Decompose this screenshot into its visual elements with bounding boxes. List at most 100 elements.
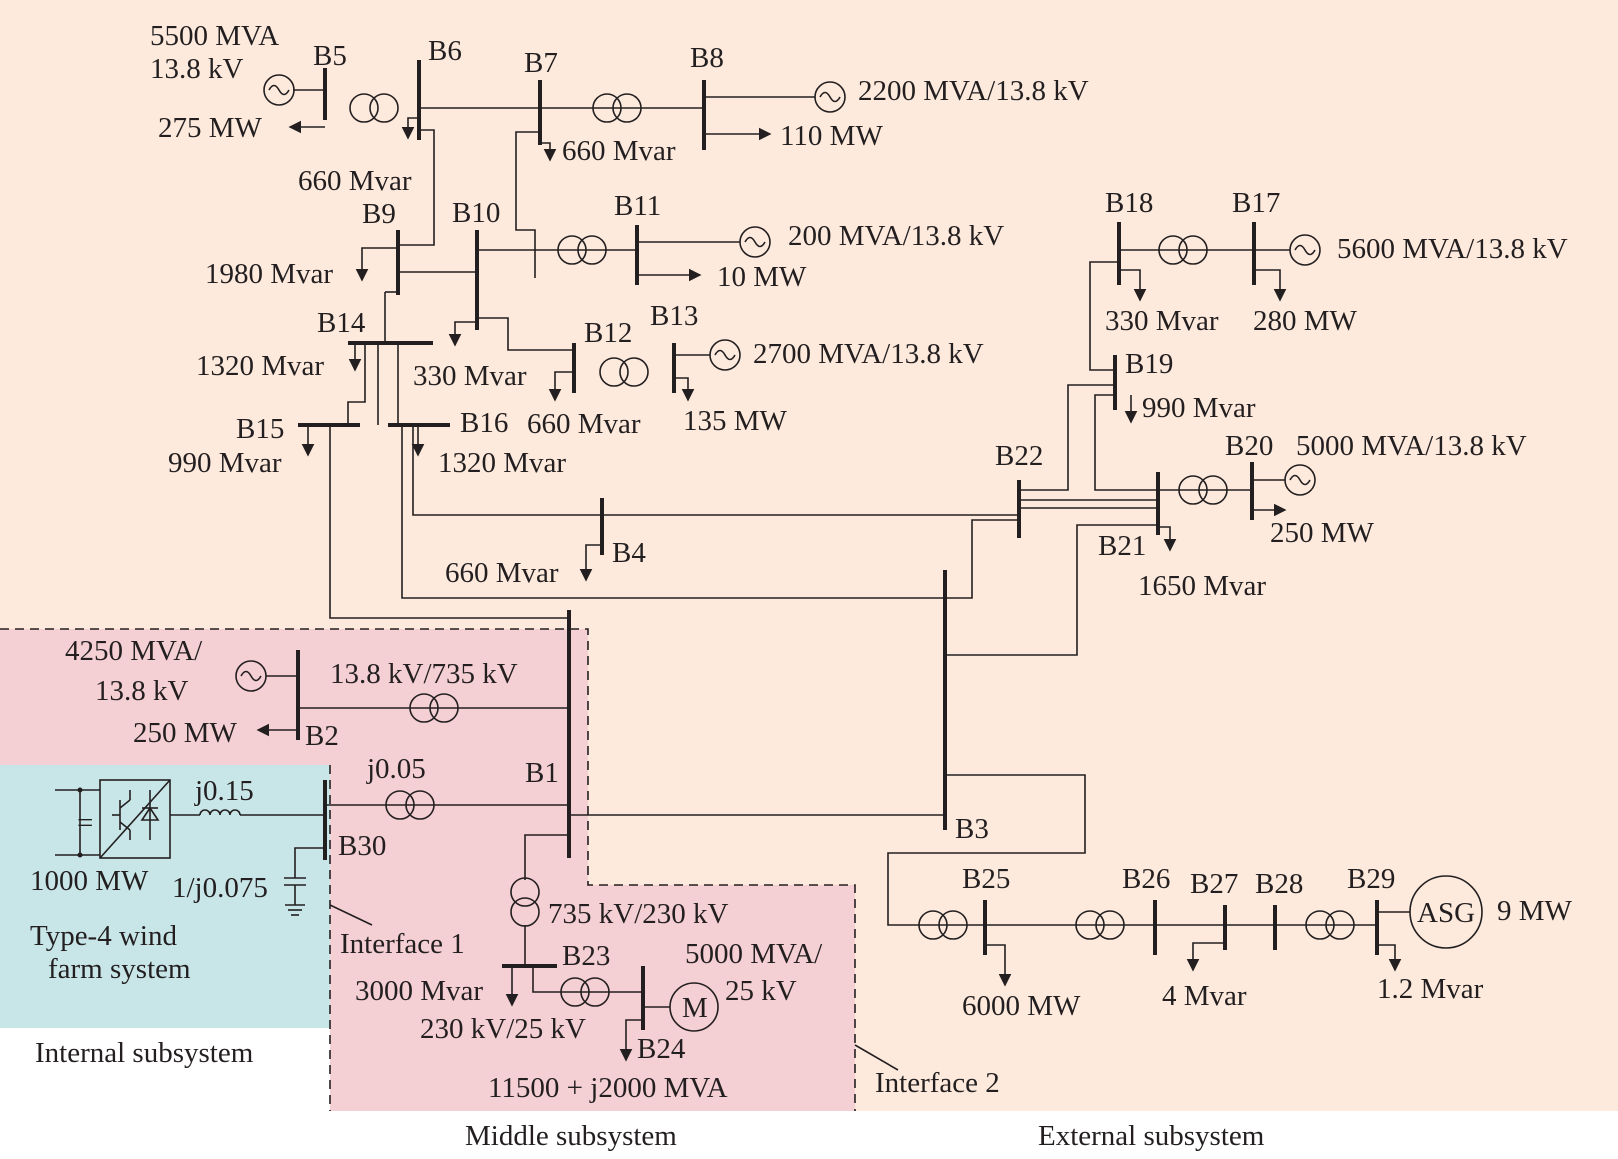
- transformer-labels: 13.8 kV/735 kV j0.05 735 kV/230 kV 230 k…: [172, 658, 729, 1045]
- label-b30: B30: [338, 830, 386, 862]
- load-labels: 275 MW 660 Mvar 660 Mvar 110 MW 1980 Mva…: [133, 112, 1484, 1104]
- load-b21: 1650 Mvar: [1138, 570, 1266, 602]
- load-b5: 275 MW: [158, 112, 263, 144]
- wind-line-inductor: [199, 809, 241, 816]
- label-b29: B29: [1347, 863, 1395, 895]
- label-b16: B16: [460, 407, 508, 439]
- label-b27: B27: [1190, 868, 1238, 900]
- label-b18: B18: [1105, 187, 1153, 219]
- label-b14: B14: [317, 307, 366, 339]
- load-b19: 990 Mvar: [1142, 392, 1256, 424]
- label-b7: B7: [524, 47, 558, 79]
- wind-line-impedance: j0.15: [194, 775, 254, 807]
- middle-subsystem-label: Middle subsystem: [465, 1120, 677, 1152]
- transformer-b25-b26: [1075, 910, 1125, 940]
- load-b27: 4 Mvar: [1162, 980, 1247, 1012]
- bus-labels: B5 B6 B7 B8 B9 B10 B11 B14 B12 B13 B15 B…: [236, 35, 1395, 1065]
- subsystem-labels: Type-4 wind farm system Interface 1 Inte…: [30, 920, 1265, 1152]
- load-b9: 1980 Mvar: [205, 258, 333, 290]
- motor-voltage: 25 kV: [725, 975, 797, 1007]
- generator-b5: [263, 74, 325, 106]
- load-b18: 330 Mvar: [1105, 305, 1219, 337]
- asg-symbol: ASG: [1417, 897, 1475, 929]
- transmission-lines: [240, 96, 1410, 1008]
- label-b2: B2: [305, 720, 339, 752]
- transformer-b28-b29: [1305, 910, 1355, 940]
- dc-symbol: =: [77, 807, 93, 839]
- label-b26: B26: [1122, 863, 1170, 895]
- label-b9: B9: [362, 198, 396, 230]
- label-b13: B13: [650, 300, 698, 332]
- transformers: [349, 93, 1355, 1007]
- load-b2: 250 MW: [133, 717, 238, 749]
- gen-b5-voltage: 13.8 kV: [150, 53, 244, 85]
- label-b11: B11: [614, 190, 661, 222]
- load-b8: 110 MW: [780, 120, 883, 152]
- motor-symbol: M: [682, 992, 708, 1024]
- generator-b8: [814, 81, 846, 113]
- wind-power: 1000 MW: [30, 865, 149, 897]
- load-b12: 660 Mvar: [527, 408, 641, 440]
- transformer-b10-b11: [557, 235, 607, 265]
- label-b10: B10: [452, 197, 500, 229]
- generator-b13: [709, 339, 741, 371]
- load-b16: 1320 Mvar: [438, 447, 566, 479]
- transformer-b12-b13: [599, 357, 649, 387]
- load-b7: 660 Mvar: [562, 135, 676, 167]
- transformer-b23-b24: [560, 977, 610, 1007]
- transformer-b30-b1: [385, 790, 435, 820]
- label-b28: B28: [1255, 868, 1303, 900]
- load-b4: 660 Mvar: [445, 557, 559, 589]
- label-b17: B17: [1232, 187, 1280, 219]
- gen-b5-rating: 5500 MVA: [150, 20, 279, 52]
- load-b29: 1.2 Mvar: [1377, 973, 1484, 1005]
- asg-b29: ASG: [1409, 875, 1483, 949]
- load-b24: 11500 + j2000 MVA: [488, 1072, 728, 1104]
- label-b1: B1: [525, 757, 559, 789]
- load-b10: 330 Mvar: [413, 360, 527, 392]
- interface2-leader: [854, 1044, 899, 1071]
- gen-b13-rating: 2700 MVA/13.8 kV: [753, 338, 984, 370]
- xfmr-b30-label: j0.05: [366, 753, 426, 785]
- internal-label-area: [0, 1028, 330, 1111]
- load-arrows: [256, 117, 1402, 1062]
- internal-subsystem-label: Internal subsystem: [35, 1037, 254, 1069]
- gen-b11-rating: 200 MVA/13.8 kV: [788, 220, 1004, 252]
- load-b17: 280 MW: [1253, 305, 1358, 337]
- label-b21: B21: [1098, 530, 1146, 562]
- transformer-b1-b23: [510, 877, 540, 927]
- gen-b2-voltage: 13.8 kV: [95, 675, 189, 707]
- label-b15: B15: [236, 413, 284, 445]
- label-b6: B6: [428, 35, 462, 67]
- generator-b20: [1284, 464, 1316, 496]
- load-b25: 6000 MW: [962, 990, 1081, 1022]
- middle-subsystem-boundary: [0, 628, 856, 1111]
- generator-b17: [1289, 234, 1321, 266]
- label-b3: B3: [955, 813, 989, 845]
- generator-b2: [235, 660, 298, 692]
- wind-farm-label-1: Type-4 wind: [30, 920, 177, 952]
- interface1-label: Interface 1: [340, 928, 465, 960]
- generators: M ASG: [235, 74, 1483, 1032]
- label-b4: B4: [612, 537, 646, 569]
- label-b24: B24: [637, 1033, 686, 1065]
- interface2-label: Interface 2: [875, 1067, 1000, 1099]
- load-b20: 250 MW: [1270, 517, 1375, 549]
- label-b19: B19: [1125, 348, 1173, 380]
- gen-b17-rating: 5600 MVA/13.8 kV: [1337, 233, 1568, 265]
- load-b23: 3000 Mvar: [355, 975, 483, 1007]
- transformer-b18-b17: [1158, 235, 1208, 265]
- transformer-b7-b8: [592, 93, 642, 123]
- label-b8: B8: [690, 42, 724, 74]
- gen-b2-rating: 4250 MVA/: [65, 635, 203, 667]
- capacitor-label: 1/j0.075: [172, 872, 268, 904]
- load-b15: 990 Mvar: [168, 447, 282, 479]
- transformer-b5-b6: [349, 93, 399, 123]
- motor-b24: M: [669, 982, 719, 1032]
- wind-farm-label-2: farm system: [48, 953, 191, 985]
- load-b6: 660 Mvar: [298, 165, 412, 197]
- transformer-b2-b1: [409, 693, 459, 723]
- gen-b20-rating: 5000 MVA/13.8 kV: [1296, 430, 1527, 462]
- label-b23: B23: [562, 940, 610, 972]
